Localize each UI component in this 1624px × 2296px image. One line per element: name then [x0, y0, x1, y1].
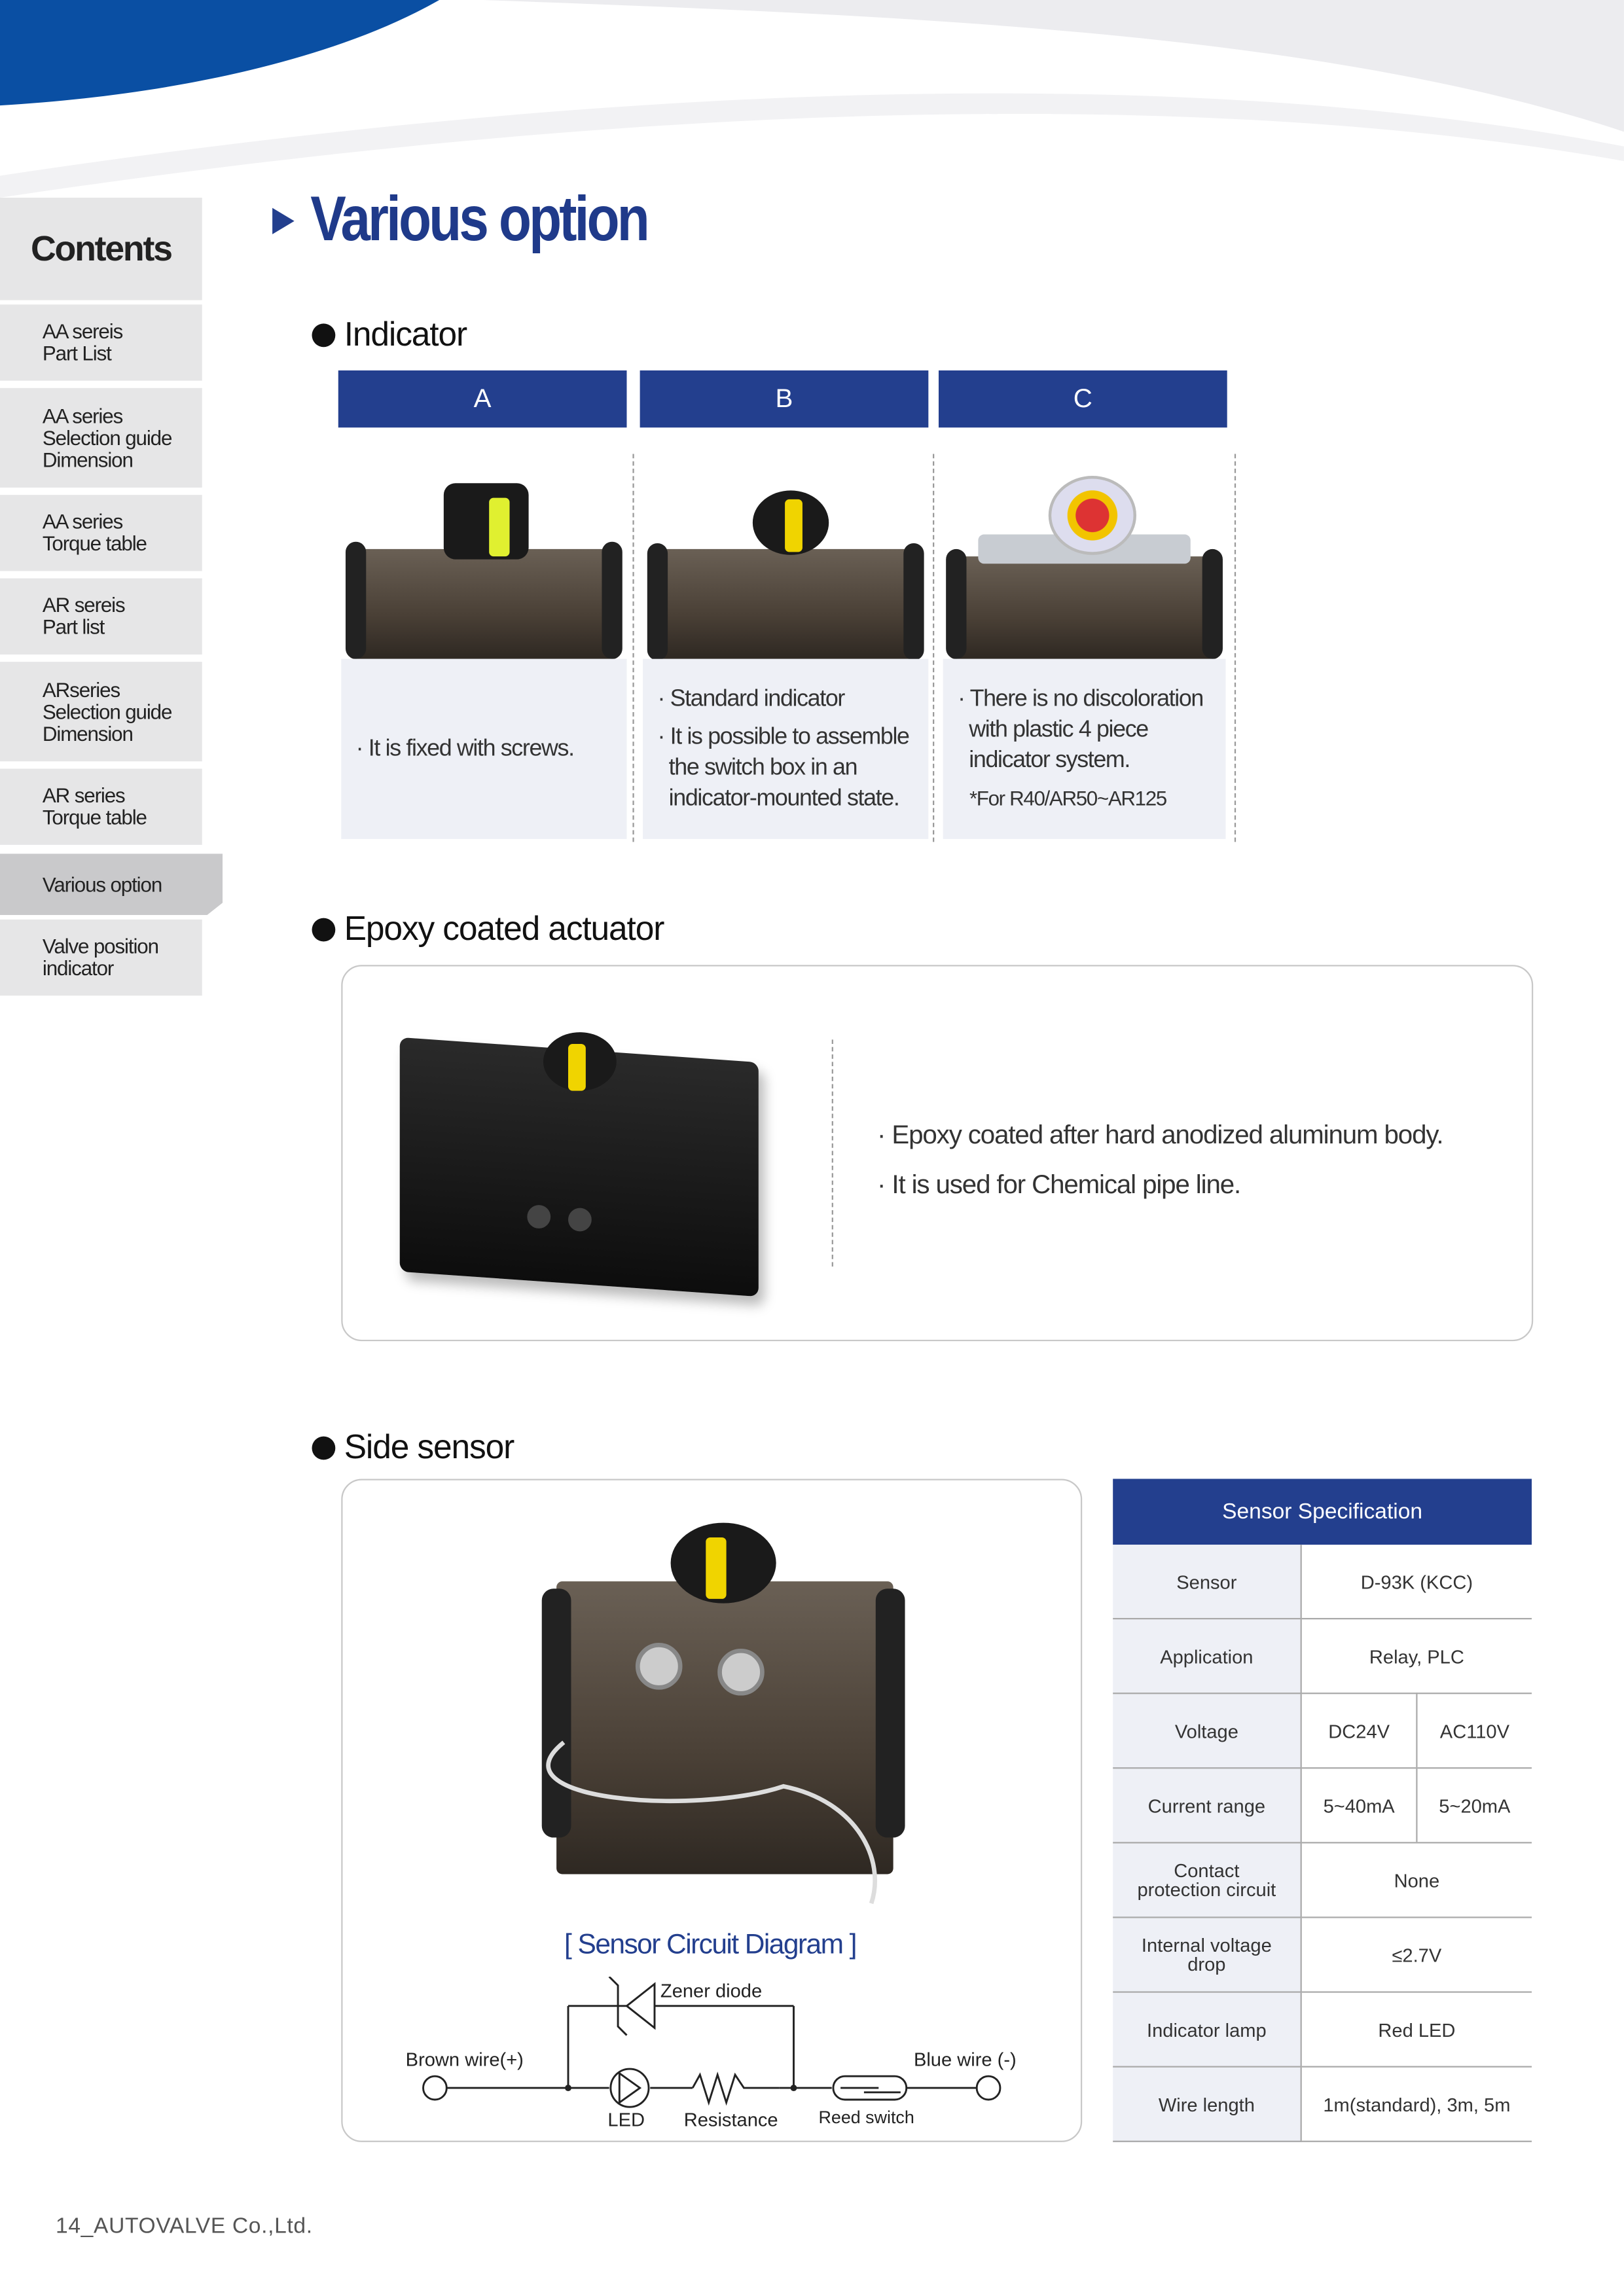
column-c-header: C [938, 370, 1227, 428]
sidebar-item-label: Selection guide [42, 699, 173, 723]
side-sensor-heading: Side sensor [312, 1427, 514, 1467]
bullet-icon [312, 1435, 336, 1460]
column-a-header: A [338, 370, 627, 428]
heading-text: Side sensor [344, 1427, 515, 1466]
reed-switch-label: Reed switch [818, 2107, 914, 2128]
spec-value: 5~20mA [1416, 1768, 1532, 1844]
description-line: · It is possible to assemble [657, 725, 910, 750]
spec-value: ≤2.7V [1301, 1917, 1532, 1993]
indicator-a-description: · It is fixed with screws. [341, 658, 627, 839]
sidebar-item-label: indicator [42, 956, 114, 980]
spec-value: 1m(standard), 3m, 5m [1301, 2066, 1532, 2142]
spec-label: Contact protection circuit [1113, 1842, 1302, 1918]
sidebar-item-label: AA series [42, 509, 123, 533]
spec-table-title: Sensor Specification [1113, 1479, 1532, 1545]
page-footer: 14_AUTOVALVE Co.,Ltd. [56, 2214, 313, 2239]
header-swoosh [0, 0, 1624, 198]
spec-value: D-93K (KCC) [1301, 1545, 1532, 1620]
indicator-b-description: · Standard indicator · It is possible to… [643, 658, 929, 839]
heading-text: Epoxy coated actuator [344, 909, 665, 948]
indicator-heading: Indicator [312, 315, 467, 354]
description-line: · Standard indicator [657, 687, 845, 712]
spec-value: AC110V [1416, 1693, 1532, 1769]
sidebar-item-label: AA sereis [42, 319, 123, 343]
description-line: indicator system. [958, 748, 1130, 774]
circuit-diagram-title: [ Sensor Circuit Diagram ] [564, 1929, 857, 1961]
sidebar-item-label: Torque table [42, 531, 147, 555]
sidebar-item-label: Dimension [42, 447, 134, 471]
sidebar-item-label: Selection guide [42, 425, 173, 449]
zener-diode-label: Zener diode [660, 1979, 763, 2002]
brown-wire-label: Brown wire(+) [405, 2048, 524, 2071]
blue-wire-label: Blue wire (-) [913, 2048, 1017, 2071]
spec-row: Internal voltage drop≤2.7V [1113, 1917, 1532, 1993]
description-line: · Epoxy coated after hard anodized alumi… [877, 1120, 1444, 1150]
sidebar-item-label: Part List [42, 341, 112, 365]
resistance-label: Resistance [683, 2108, 778, 2130]
description-note: *For R40/AR50~AR125 [969, 786, 1167, 810]
sidebar-item-label: Dimension [42, 721, 134, 745]
epoxy-heading: Epoxy coated actuator [312, 909, 664, 948]
sidebar-item-label: AA series [42, 403, 123, 427]
spec-value: Relay, PLC [1301, 1619, 1532, 1695]
sidebar-item-label: Various option [42, 872, 162, 895]
sensor-circuit-diagram [422, 1977, 1001, 2108]
spec-value: DC24V [1301, 1693, 1417, 1769]
divider [831, 1039, 833, 1267]
divider [632, 454, 634, 842]
spec-label: Indicator lamp [1113, 1992, 1302, 2068]
sidebar-item-label: Valve position [42, 934, 159, 958]
spec-value: Red LED [1301, 1992, 1532, 2068]
description-line: with plastic 4 piece [958, 717, 1149, 743]
epoxy-description: · Epoxy coated after hard anodized alumi… [877, 1110, 1444, 1210]
spec-label: Wire length [1113, 2066, 1302, 2142]
spec-label: Internal voltage drop [1113, 1917, 1302, 1993]
sidebar-item-label: Part list [42, 615, 105, 639]
spec-label: Current range [1113, 1768, 1302, 1844]
sidebar-item-label: ARseries [42, 677, 120, 701]
spec-value: None [1301, 1842, 1532, 1918]
divider [1234, 454, 1236, 842]
sidebar-item-label: Torque table [42, 805, 147, 829]
bullet-icon [312, 323, 336, 347]
description-line: indicator-mounted state. [657, 786, 900, 812]
sidebar-item[interactable]: Various option [0, 853, 223, 916]
description-line: · It is used for Chemical pipe line. [877, 1170, 1241, 1200]
description-line: · There is no discoloration [958, 687, 1204, 712]
led-label: LED [607, 2108, 645, 2130]
indicator-c-description: · There is no discoloration with plastic… [943, 658, 1226, 839]
description-line: the switch box in an [657, 755, 858, 781]
bullet-icon [312, 917, 336, 941]
title-triangle-icon [272, 207, 295, 234]
spec-value: 5~40mA [1301, 1768, 1417, 1844]
heading-text: Indicator [344, 314, 467, 353]
divider [933, 454, 935, 842]
spec-label: Sensor [1113, 1545, 1302, 1620]
column-b-header: B [640, 370, 929, 428]
spec-label: Application [1113, 1619, 1302, 1695]
sidebar-item-label: AR sereis [42, 593, 126, 617]
page-title: Various option [310, 184, 649, 255]
sidebar-item-label: AR series [42, 783, 126, 807]
spec-label: Voltage [1113, 1693, 1302, 1769]
sidebar-title: Contents [0, 198, 202, 300]
description-line: · It is fixed with screws. [355, 736, 575, 762]
